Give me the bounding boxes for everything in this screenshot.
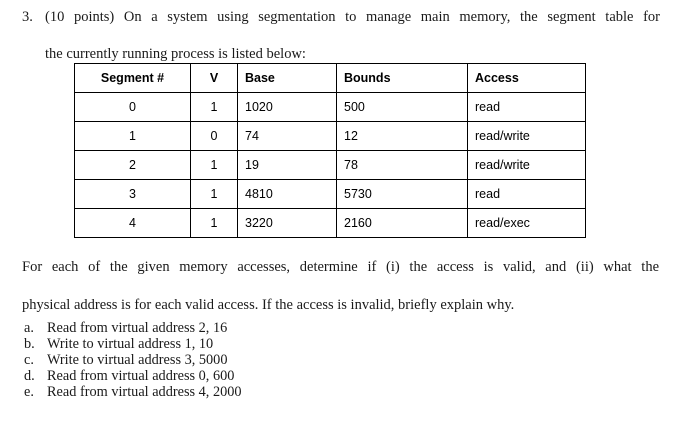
cell-valid: 1 <box>190 179 238 209</box>
instructions-line-1: For each of the given memory accesses, d… <box>22 259 659 275</box>
cell-bounds: 2160 <box>336 208 468 238</box>
table-header-row: Segment # V Base Bounds Access <box>74 63 586 93</box>
question-text-line-2: the currently running process is listed … <box>45 46 306 62</box>
cell-segment: 4 <box>74 208 191 238</box>
cell-segment: 2 <box>74 150 191 180</box>
question-number: 3. <box>22 9 33 25</box>
question-text-line-1: (10 points) On a system using segmentati… <box>45 9 660 25</box>
list-item-letter: d. <box>24 368 35 384</box>
cell-access: read/write <box>467 150 586 180</box>
table-row: 0 1 1020 500 read <box>74 92 586 122</box>
cell-bounds: 78 <box>336 150 468 180</box>
cell-access: read/exec <box>467 208 586 238</box>
column-header-valid: V <box>190 63 238 93</box>
column-header-access: Access <box>467 63 586 93</box>
cell-bounds: 5730 <box>336 179 468 209</box>
table-row: 2 1 19 78 read/write <box>74 150 586 180</box>
cell-base: 19 <box>237 150 337 180</box>
table-row: 3 1 4810 5730 read <box>74 179 586 209</box>
list-item-label: Read from virtual address 0, 600 <box>47 368 235 384</box>
cell-base: 3220 <box>237 208 337 238</box>
cell-valid: 1 <box>190 208 238 238</box>
cell-bounds: 500 <box>336 92 468 122</box>
cell-bounds: 12 <box>336 121 468 151</box>
column-header-segment: Segment # <box>74 63 191 93</box>
cell-access: read <box>467 179 586 209</box>
list-item-label: Read from virtual address 4, 2000 <box>47 384 242 400</box>
access-list: a. Read from virtual address 2, 16 b. Wr… <box>24 320 424 400</box>
list-item-letter: c. <box>24 352 34 368</box>
cell-base: 1020 <box>237 92 337 122</box>
list-item-label: Write to virtual address 1, 10 <box>47 336 214 352</box>
cell-segment: 3 <box>74 179 191 209</box>
cell-access: read <box>467 92 586 122</box>
question-text: (10 points) On a system using segmentati… <box>45 8 660 64</box>
cell-segment: 1 <box>74 121 191 151</box>
cell-access: read/write <box>467 121 586 151</box>
cell-valid: 0 <box>190 121 238 151</box>
instructions-line-2: physical address is for each valid acces… <box>22 297 515 313</box>
segment-table-header: Segment # V Base Bounds Access <box>74 63 586 93</box>
column-header-base: Base <box>237 63 337 93</box>
segment-table-container: Segment # V Base Bounds Access 0 1 1020 … <box>74 63 586 238</box>
column-header-bounds: Bounds <box>336 63 468 93</box>
list-item-label: Write to virtual address 3, 5000 <box>47 352 228 368</box>
segment-table-body: 0 1 1020 500 read 1 0 74 12 read/write 2… <box>74 92 586 238</box>
cell-base: 4810 <box>237 179 337 209</box>
list-item: e. Read from virtual address 4, 2000 <box>24 384 424 400</box>
table-row: 4 1 3220 2160 read/exec <box>74 208 586 238</box>
cell-segment: 0 <box>74 92 191 122</box>
cell-valid: 1 <box>190 150 238 180</box>
list-item: b. Write to virtual address 1, 10 <box>24 336 424 352</box>
table-row: 1 0 74 12 read/write <box>74 121 586 151</box>
cell-valid: 1 <box>190 92 238 122</box>
segment-table: Segment # V Base Bounds Access 0 1 1020 … <box>74 63 586 238</box>
list-item: a. Read from virtual address 2, 16 <box>24 320 424 336</box>
list-item-label: Read from virtual address 2, 16 <box>47 320 228 336</box>
cell-base: 74 <box>237 121 337 151</box>
list-item-letter: a. <box>24 320 34 336</box>
list-item: c. Write to virtual address 3, 5000 <box>24 352 424 368</box>
list-item: d. Read from virtual address 0, 600 <box>24 368 424 384</box>
list-item-letter: e. <box>24 384 34 400</box>
list-item-letter: b. <box>24 336 35 352</box>
instructions-paragraph: For each of the given memory accesses, d… <box>22 258 659 315</box>
question-block: 3. (10 points) On a system using segment… <box>22 8 660 64</box>
